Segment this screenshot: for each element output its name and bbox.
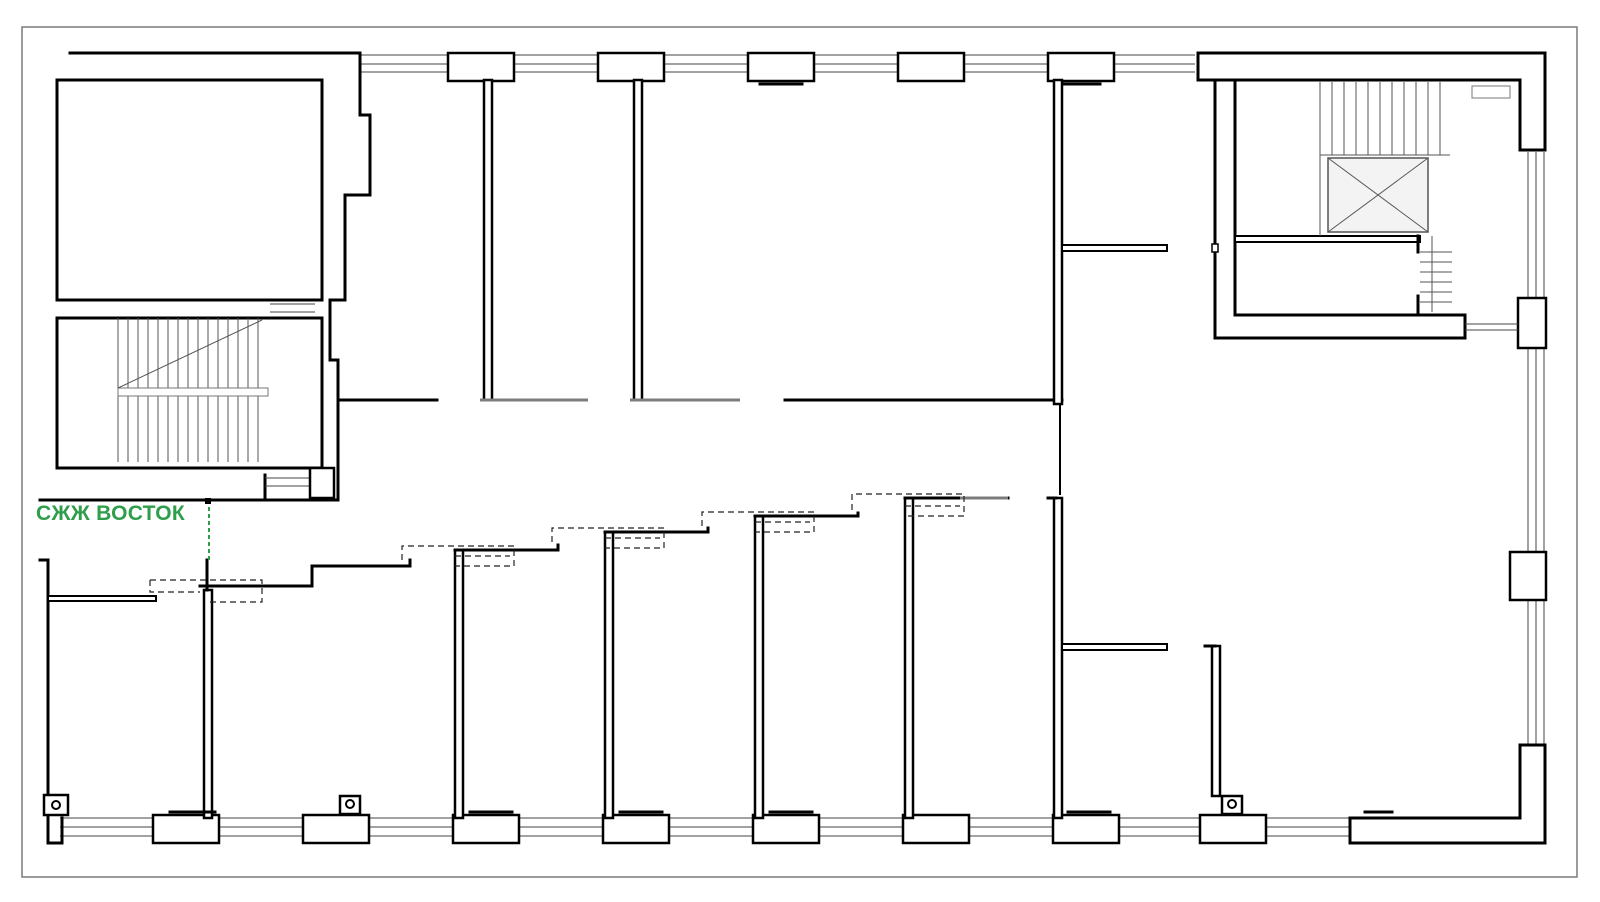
bottom-window-band [60, 817, 1350, 837]
outer-walls [38, 51, 1547, 845]
zone-boundary [205, 498, 211, 560]
lower-offices [47, 493, 1394, 820]
plan-frame [21, 26, 1578, 878]
top-piers [446, 51, 1116, 86]
left-core [55, 51, 439, 502]
left-stair [117, 318, 269, 462]
right-window-band [1508, 152, 1548, 745]
right-core [1211, 78, 1518, 340]
zone-label-east: СЖЖ ВОСТОК [36, 502, 186, 525]
bottom-piers [151, 794, 1268, 845]
upper-offices [480, 78, 1168, 495]
